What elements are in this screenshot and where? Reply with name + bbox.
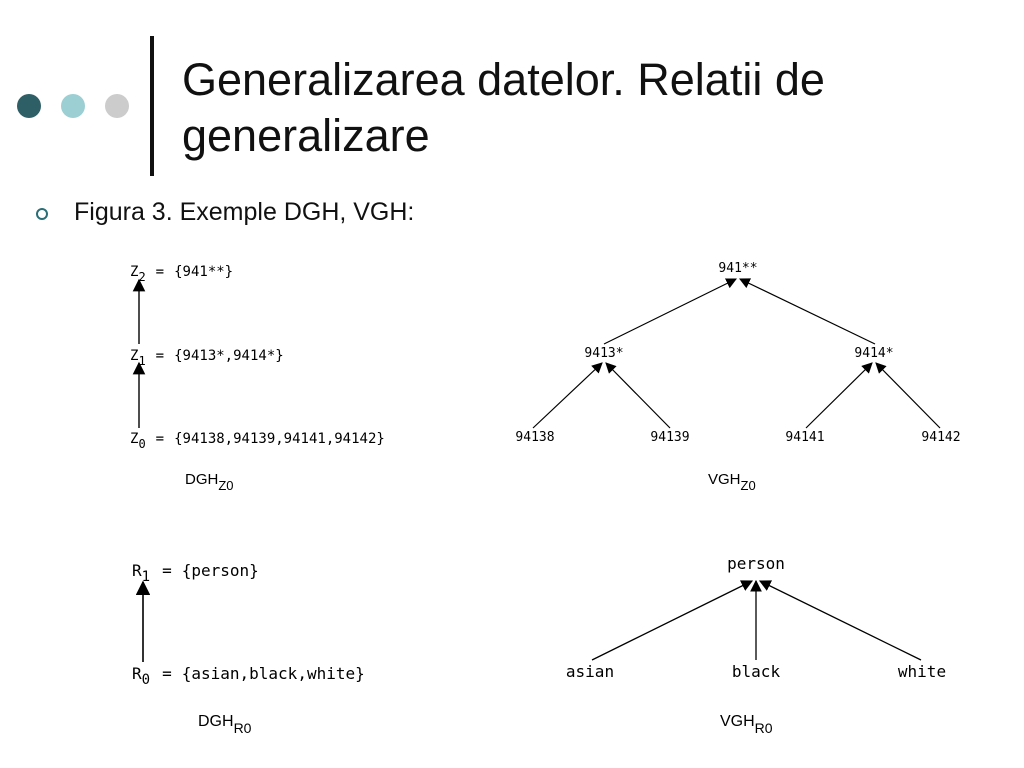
bullet-text: Figura 3. Exemple DGH, VGH: — [74, 198, 415, 226]
slide-title-line1: Generalizarea datelor. Relatii de — [182, 54, 825, 105]
slide-title-line2: generalizare — [182, 110, 430, 161]
dgh-zip-level-1: Z1={9413*,9414*} — [130, 348, 284, 368]
dgh-zip-level-2: Z2={941**} — [130, 264, 233, 284]
dgh-race-caption: DGHR0 — [198, 713, 252, 736]
vgh-race-root: person — [727, 554, 785, 573]
vgh-zip-mid-1: 9413* — [584, 346, 623, 361]
vgh-zip-leaf-4: 94142 — [921, 430, 960, 445]
vgh-zip: 941** 9413* 9414* 94138 94139 94141 9414… — [515, 261, 960, 493]
vgh-race-leaf-black: black — [732, 662, 781, 681]
decor-dot-gray — [105, 94, 129, 118]
vgh-race-caption: VGHR0 — [720, 713, 773, 736]
vgh-zip-caption: VGHZ0 — [708, 471, 756, 493]
vgh-race-leaf-asian: asian — [566, 662, 614, 681]
bullet-circle-icon — [36, 208, 48, 220]
vgh-zip-leaf-2: 94139 — [650, 430, 689, 445]
vgh-zip-leaf-3: 94141 — [785, 430, 824, 445]
dgh-race-level-1: R1={person} — [132, 561, 259, 585]
dgh-zip-caption: DGHZ0 — [185, 471, 234, 493]
decor-dot-teal — [61, 94, 85, 118]
slide-title: Generalizarea datelor. Relatii de genera… — [182, 52, 1002, 164]
vgh-race: person asian black white VGHR0 — [566, 554, 946, 736]
vgh-zip-root: 941** — [718, 261, 757, 276]
dgh-zip-level-0: Z0={94138,94139,94141,94142} — [130, 431, 385, 451]
dgh-zip: Z2={941**} Z1={9413*,9414*} Z0={94138,94… — [130, 264, 385, 493]
decor-dot-dark — [17, 94, 41, 118]
dgh-race-level-0: R0={asian,black,white} — [132, 664, 365, 688]
dgh-race: R1={person} R0={asian,black,white} DGHR0 — [132, 561, 365, 736]
vgh-race-leaf-white: white — [898, 662, 946, 681]
vgh-zip-mid-2: 9414* — [854, 346, 893, 361]
title-divider — [150, 36, 154, 176]
vgh-zip-leaf-1: 94138 — [515, 430, 554, 445]
